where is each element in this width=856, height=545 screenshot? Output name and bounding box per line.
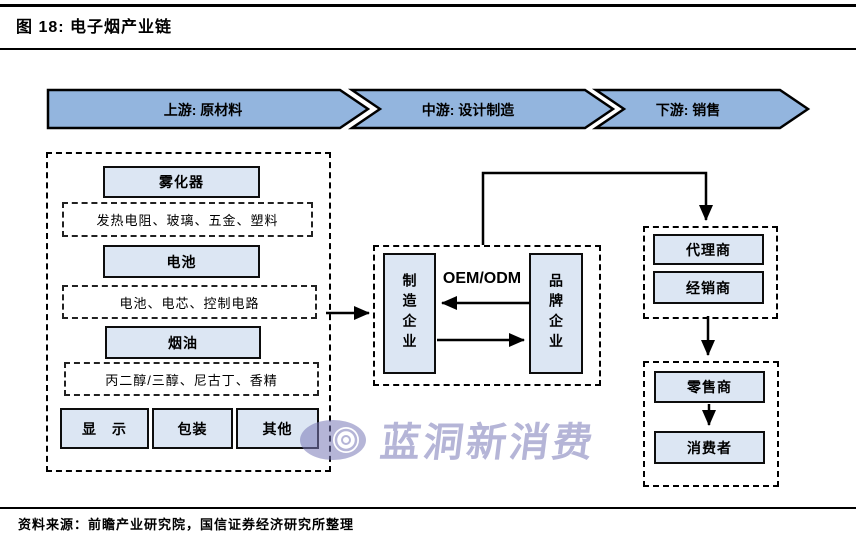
upstream-eliquid-materials-box: 丙二醇/三醇、尼古丁、香精 <box>64 362 319 396</box>
stage-label-downstream: 下游: 销售 <box>655 102 721 118</box>
oem-odm-label: OEM/ODM <box>442 270 522 287</box>
source-note: 资料来源：前瞻产业研究院，国信证券经济研究所整理 <box>18 517 355 532</box>
consumer-box: 消费者 <box>654 431 765 464</box>
manufacturer-box: 制造企业 <box>383 253 436 374</box>
stage-label-upstream: 上游: 原材料 <box>163 102 243 118</box>
watermark: 蓝洞新消费 <box>299 403 669 475</box>
figure-title: 图 18: 电子烟产业链 <box>16 19 173 36</box>
agent-box: 代理商 <box>653 234 764 265</box>
upstream-eliquid-box: 烟油 <box>105 326 261 359</box>
brand-box: 品牌企业 <box>529 253 583 374</box>
upstream-display-box: 显 示 <box>60 408 149 449</box>
upstream-battery-materials-box: 电池、电芯、控制电路 <box>62 285 317 319</box>
retailer-box: 零售商 <box>654 371 765 403</box>
distributor-box: 经销商 <box>653 271 764 304</box>
title-underline <box>0 48 856 50</box>
upstream-atomizer-box: 雾化器 <box>103 166 260 198</box>
top-rule <box>0 4 856 7</box>
stage-label-midstream: 中游: 设计制造 <box>421 102 515 118</box>
upstream-packaging-box: 包装 <box>152 408 233 449</box>
upstream-battery-box: 电池 <box>103 245 260 278</box>
bottom-rule <box>0 507 856 509</box>
upstream-other-box: 其他 <box>236 408 319 449</box>
watermark-text: 蓝洞新消费 <box>377 421 599 465</box>
upstream-atomizer-materials-box: 发热电阻、玻璃、五金、塑料 <box>62 202 313 237</box>
